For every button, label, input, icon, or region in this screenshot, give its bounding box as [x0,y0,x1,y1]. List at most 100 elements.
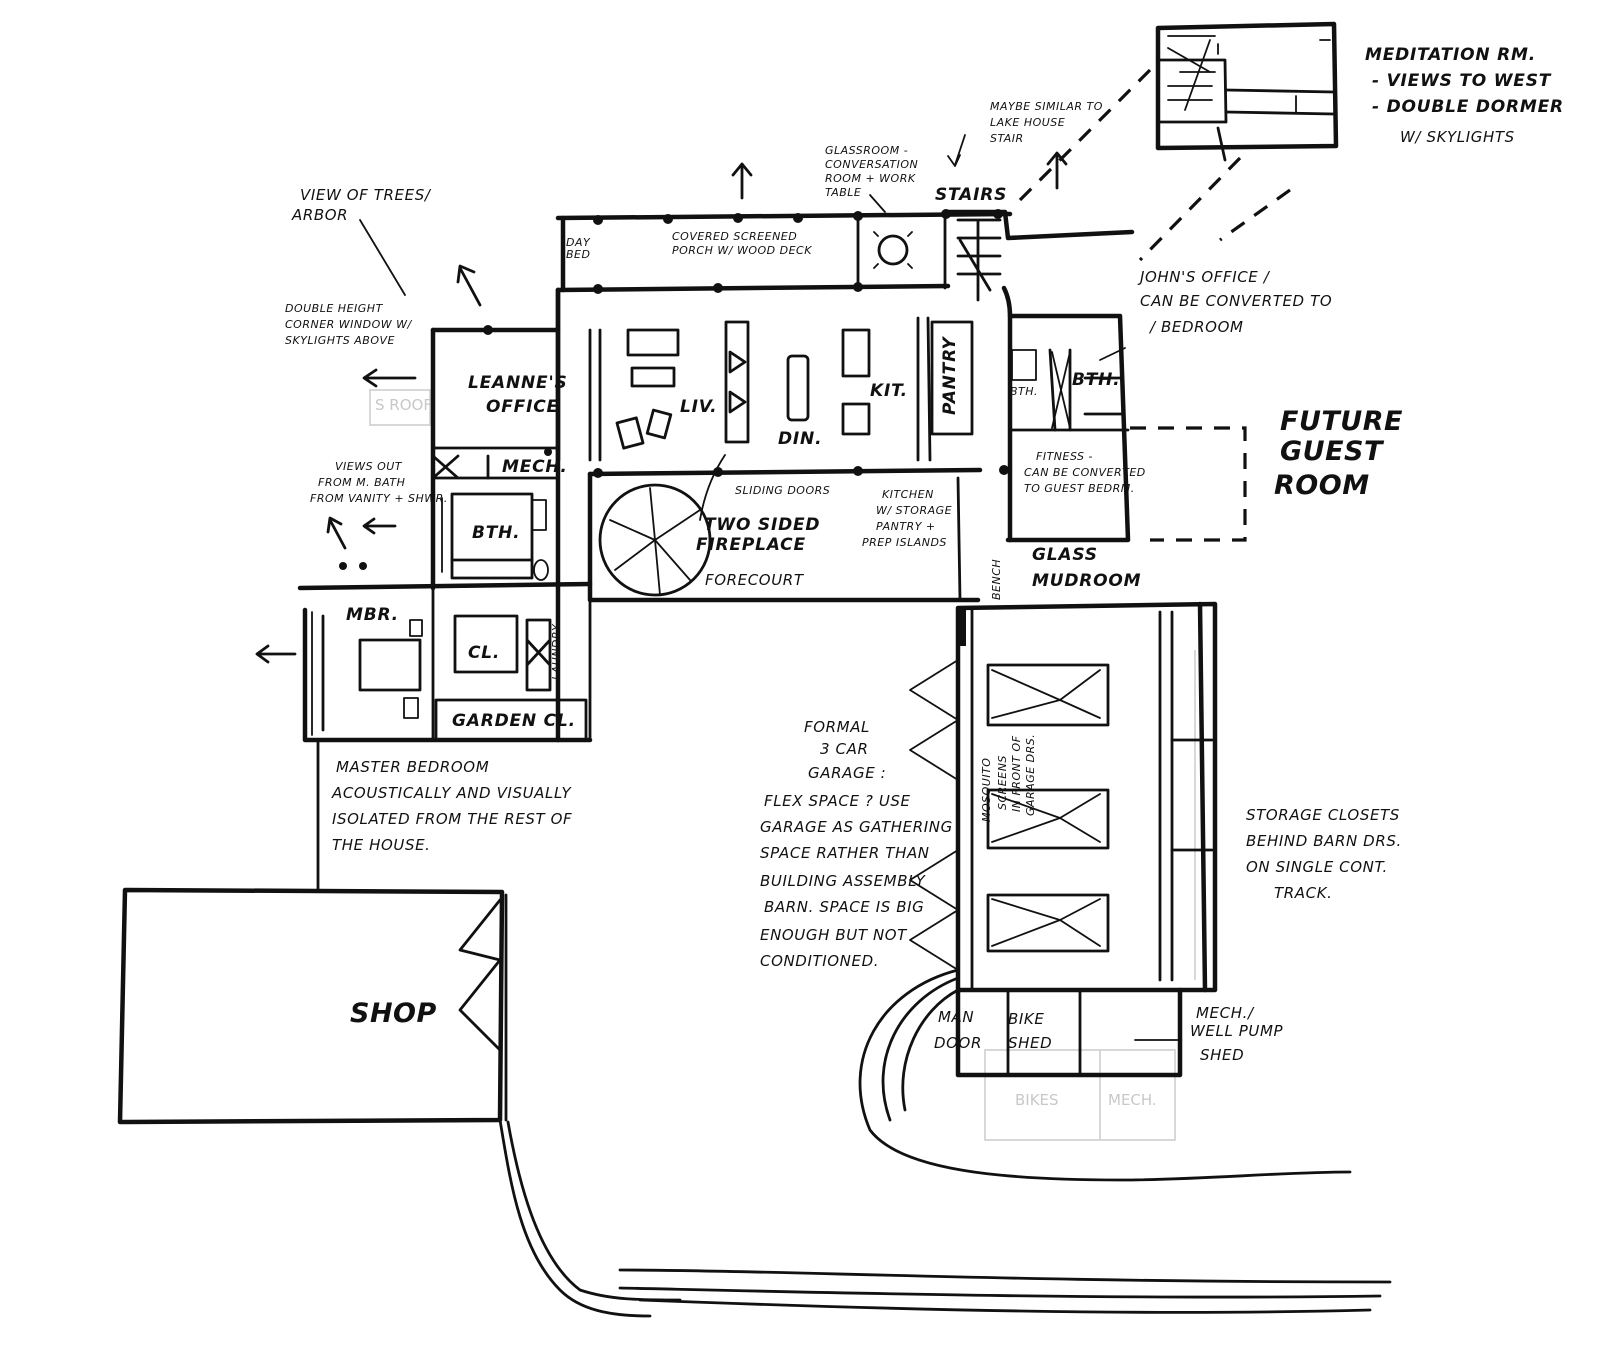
johns-office-line-1: JOHN'S OFFICE / [1137,268,1271,286]
kitchen-storage-line-4: PREP ISLANDS [862,536,947,549]
fitness-line-3: TO GUEST BEDRM. [1024,482,1135,495]
day-bed-line-1: DAY [566,236,591,249]
ghost-label-mech: MECH. [1108,1091,1157,1109]
shop-building [117,738,1392,1318]
ghost-label-bikes: BIKES [1015,1091,1059,1109]
leannes-office-line-1: LEANNE'S [468,373,568,393]
views-out-line-3: FROM VANITY + SHWR. [310,492,448,505]
ghost-label-roof: S ROOF [375,396,432,414]
mech-pump-line-2: WELL PUMP [1190,1022,1284,1040]
pantry-label: PANTRY [940,336,960,415]
garage-line-4: FLEX SPACE ? USE [764,792,911,810]
glassroom-line-3: ROOM + WORK [825,172,916,185]
wall-posts [339,209,1009,570]
arrow-glassroom [869,194,886,213]
glass-mudroom-note: GLASS MUDROOM [1032,545,1141,591]
arrow-north-2 [1046,151,1068,190]
glassroom-line-1: GLASSROOM - [825,144,908,157]
storage-line-3: ON SINGLE CONT. [1246,858,1388,876]
garage-line-7: BUILDING ASSEMBLY [760,872,927,890]
master-line-4: THE HOUSE. [332,836,431,854]
liv-label: LIV. [680,397,717,417]
trees-line-2: ARBOR [291,206,348,224]
master-line-3: ISOLATED FROM THE REST OF [332,810,572,828]
arrow-west-2 [362,517,397,535]
storage-line-4: TRACK. [1274,884,1333,902]
arrow-west-3 [255,644,297,664]
johns-office-line-3: / BEDROOM [1148,318,1244,336]
bike-shed-line-2: SHED [1008,1034,1052,1052]
corner-window-line-2: CORNER WINDOW W/ [285,318,413,331]
man-door-line-1: MAN [938,1008,974,1026]
lake-stair-note: MAYBE SIMILAR TO LAKE HOUSE STAIR [990,100,1103,145]
day-bed-label: DAY BED [566,236,591,261]
fireplace-note: TWO SIDED FIREPLACE [696,515,820,555]
bth3-label: BTH. [1072,370,1120,390]
porch-line-1: COVERED SCREENED [672,230,797,243]
bth-label: BTH. [472,523,520,543]
kitchen-storage-line-3: PANTRY + [876,520,936,533]
leannes-office-label: LEANNE'S OFFICE [468,373,568,417]
view-arrows [255,134,1181,1041]
future-guest-line-2: GUEST [1280,436,1385,467]
shop-label: SHOP [350,998,437,1029]
kit-label: KIT. [870,381,908,401]
living-furniture [615,231,913,450]
lake-stair-line-3: STAIR [990,132,1024,145]
garage-line-1: FORMAL [804,718,870,736]
mbr-label: MBR. [346,605,399,625]
corner-window-note: DOUBLE HEIGHT CORNER WINDOW W/ SKYLIGHTS… [285,302,413,347]
man-door-line-2: DOOR [934,1034,982,1052]
future-guest-note: FUTURE GUEST ROOM [1274,406,1403,501]
fitness-note: FITNESS - CAN BE CONVERTED TO GUEST BEDR… [1024,450,1145,495]
master-line-1: MASTER BEDROOM [336,758,489,776]
arrow-nw-small [326,516,347,550]
garage-line-8: BARN. SPACE IS BIG [764,898,924,916]
glass-mudroom-line-1: GLASS [1032,545,1098,565]
garage-note: FORMAL 3 CAR GARAGE : FLEX SPACE ? USE G… [760,718,953,970]
arrow-northwest [456,264,482,307]
storage-line-2: BEHIND BARN DRS. [1246,832,1402,850]
garage-line-6: SPACE RATHER THAN [760,844,930,862]
glassroom-note: GLASSROOM - CONVERSATION ROOM + WORK TAB… [825,144,918,199]
corner-window-line-1: DOUBLE HEIGHT [285,302,384,315]
views-out-line-1: VIEWS OUT [335,460,403,473]
garage-line-3: GARAGE : [808,764,886,782]
day-bed-line-2: BED [566,248,590,261]
mosquito-line-4: GARAGE DRS. [1024,734,1037,816]
kitchen-storage-line-1: KITCHEN [882,488,934,501]
future-guest-line-3: ROOM [1274,470,1370,501]
views-out-note: VIEWS OUT FROM M. BATH FROM VANITY + SHW… [310,460,448,505]
meditation-note-line-1: MEDITATION RM. [1365,45,1536,65]
meditation-note-line-3: - DOUBLE DORMER [1372,97,1564,117]
house-walls [297,209,1247,743]
lake-stair-line-1: MAYBE SIMILAR TO [990,100,1103,113]
porch-line-2: PORCH W/ WOOD DECK [672,244,812,257]
cl-label: CL. [468,643,500,663]
garage-line-9: ENOUGH BUT NOT [760,926,908,944]
mosquito-line-2: SCREENS [996,755,1009,810]
johns-office-line-2: CAN BE CONVERTED TO [1140,292,1332,310]
arrow-north-1 [731,162,753,200]
garage-line-10: CONDITIONED. [760,952,879,970]
corner-window-line-3: SKYLIGHTS ABOVE [285,334,395,347]
lake-stair-line-2: LAKE HOUSE [990,116,1065,129]
mosquito-line-1: MOSQUITO [980,758,993,822]
mech-pump-line-3: SHED [1200,1046,1244,1064]
mech-label: MECH. [502,457,568,477]
storage-closets-note: STORAGE CLOSETS BEHIND BARN DRS. ON SING… [1246,806,1402,902]
glassroom-line-2: CONVERSATION [825,158,918,171]
porch-label: COVERED SCREENED PORCH W/ WOOD DECK [672,230,812,257]
future-guest-line-1: FUTURE [1280,406,1403,437]
bench-label: BENCH [990,559,1003,600]
views-out-line-2: FROM M. BATH [318,476,405,489]
din-label: DIN. [778,429,822,449]
storage-line-1: STORAGE CLOSETS [1246,806,1400,824]
arrow-trees [359,219,406,296]
fitness-line-1: FITNESS - [1036,450,1093,463]
mech-pump-line-1: MECH./ [1196,1004,1255,1022]
garage-line-5: GARAGE AS GATHERING [760,818,953,836]
johns-office-note: JOHN'S OFFICE / CAN BE CONVERTED TO / BE… [1137,268,1332,336]
glass-mudroom-line-2: MUDROOM [1032,571,1141,591]
